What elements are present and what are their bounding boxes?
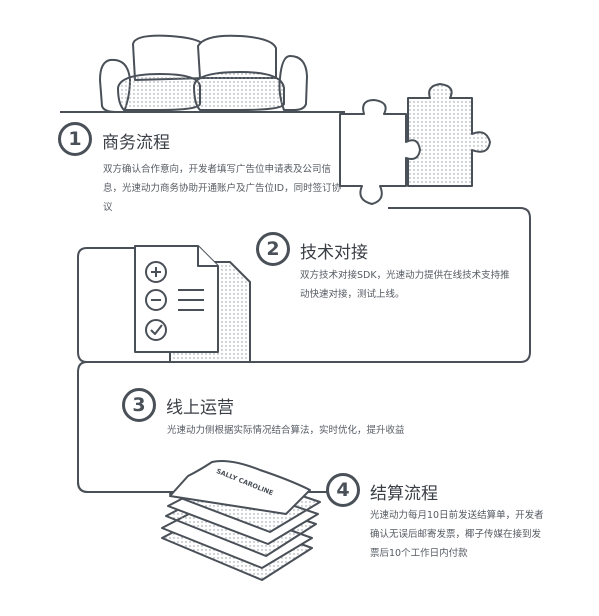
step-description-3: 光速动力侧根据实际情况结合算法，实时优化，提升收益: [167, 425, 405, 436]
step-title-2: 技术对接: [300, 243, 368, 263]
step-title-3: 线上运营: [166, 398, 234, 418]
step-description-1: 双方确认合作意向，开发者填写广告位申请表及公司信息，光速动力商务协助开通账户及广…: [103, 164, 342, 213]
step-number-4: 4: [326, 473, 360, 507]
step-description-4: 光速动力每月10日前发送结算单，开发者确认无误后邮寄发票，椰子传媒在接到发票后1…: [370, 510, 544, 559]
step-title-4: 结算流程: [370, 484, 438, 504]
step-number-1: 1: [58, 122, 92, 156]
puzzle-icon: [339, 83, 491, 205]
paper-stack-icon: [161, 460, 321, 581]
step-number-2: 2: [256, 232, 290, 266]
flow-path: [60, 111, 531, 493]
sofa-icon: [99, 34, 308, 113]
step-number-3: 3: [122, 388, 156, 422]
document-icon: [134, 245, 251, 363]
step-title-1: 商务流程: [102, 133, 170, 153]
flow-path-lower: [77, 372, 195, 493]
step-description-2: 双方技术对接SDK，光速动力提供在线技术支持推动快速对接，测试上线。: [300, 270, 510, 300]
